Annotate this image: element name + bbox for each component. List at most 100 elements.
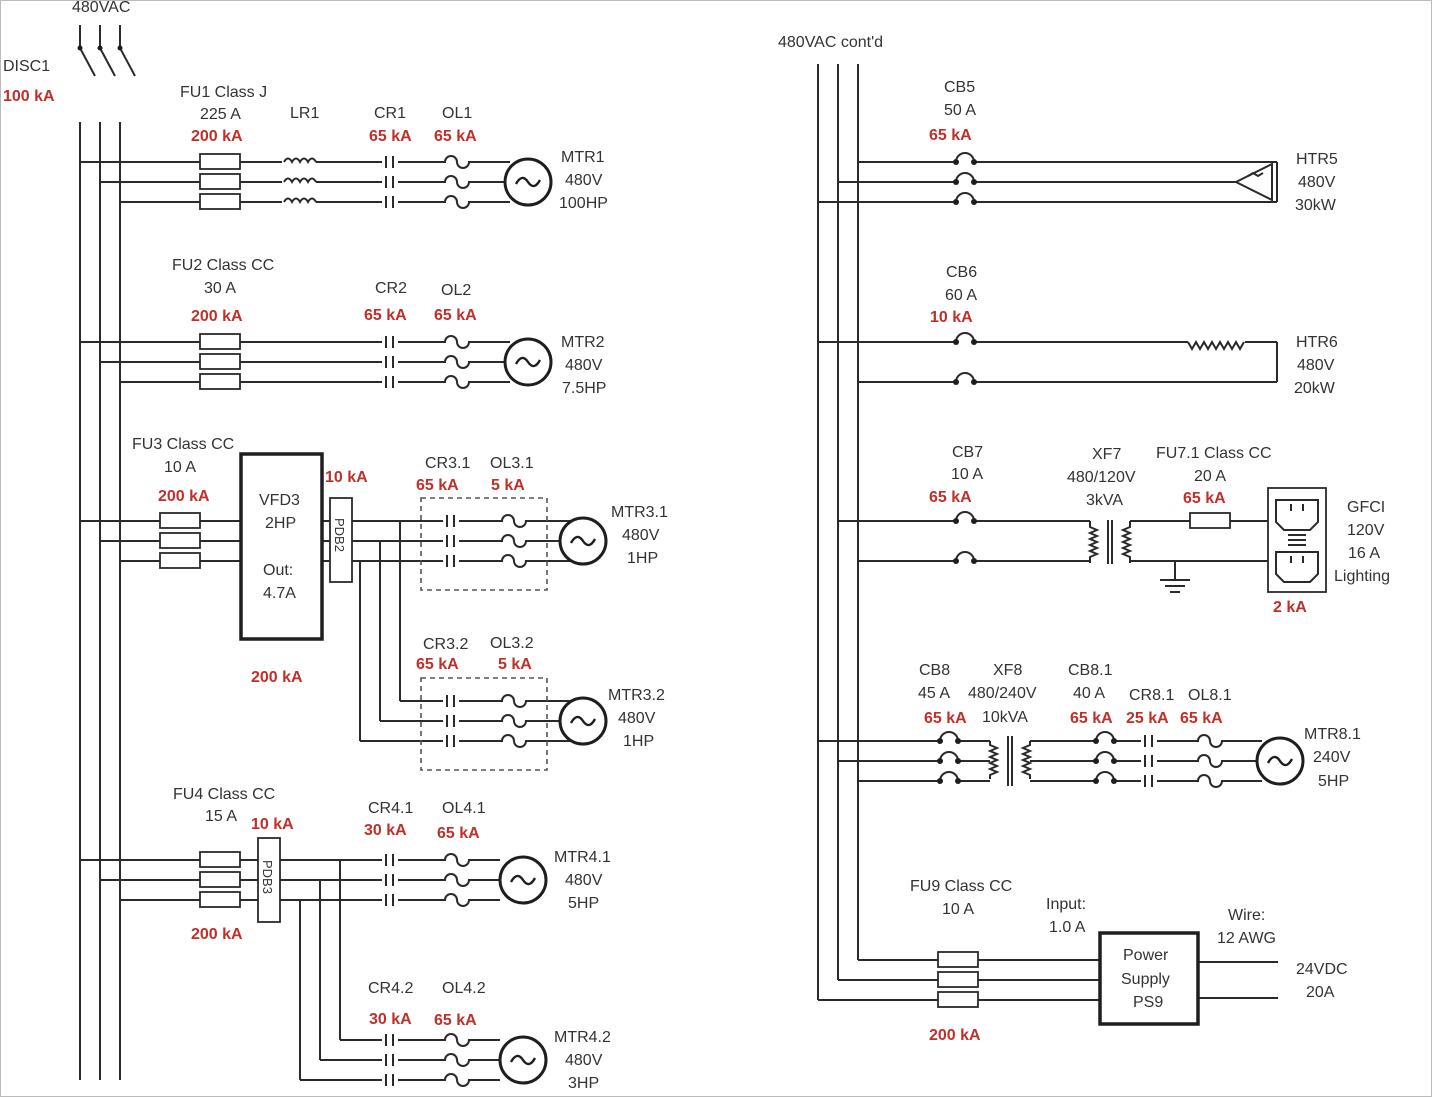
gfci-kaic: 2 kA <box>1273 599 1307 616</box>
contactor-cr4-2 <box>382 1033 398 1087</box>
overload-ol2 <box>440 332 476 390</box>
lr1-name: LR1 <box>290 105 319 122</box>
branch-htr5-wiring <box>818 161 1278 203</box>
cr8-1-kaic: 25 kA <box>1126 710 1169 727</box>
overload-ol8-1 <box>1193 731 1229 789</box>
fu9-kaic: 200 kA <box>929 1027 981 1044</box>
xf7-ratio: 480/120V <box>1067 469 1136 486</box>
fu2-kaic: 200 kA <box>191 308 243 325</box>
htr5-name: HTR5 <box>1296 151 1338 168</box>
mtr4-2-volts: 480V <box>565 1052 603 1069</box>
cr1-name: CR1 <box>374 105 406 122</box>
ps9-output-amps: 20A <box>1306 984 1335 1001</box>
mtr4-1-hp: 5HP <box>568 895 599 912</box>
ol3-2-kaic: 5 kA <box>498 656 532 673</box>
ol3-1-kaic: 5 kA <box>491 477 525 494</box>
contactor-cr1 <box>382 155 398 209</box>
overload-ol4-2 <box>440 1030 476 1088</box>
htr6-volts: 480V <box>1297 357 1335 374</box>
cr4-1-kaic: 30 kA <box>364 822 407 839</box>
mtr2-hp: 7.5HP <box>562 380 606 397</box>
ps9-output-volts: 24VDC <box>1296 961 1348 978</box>
fuse-fu3 <box>159 512 201 569</box>
cr4-1-name: CR4.1 <box>368 800 413 817</box>
fu1-amps: 225 A <box>200 106 241 123</box>
disconnect-rating: 100 kA <box>3 88 55 105</box>
htr6-name: HTR6 <box>1296 334 1338 351</box>
vfd3-out-amps: 4.7A <box>263 585 296 602</box>
pdb2-box <box>329 497 353 583</box>
mtr3-1-volts: 480V <box>622 527 660 544</box>
cb7-amps: 10 A <box>951 466 983 483</box>
reactor-lr1 <box>282 155 317 209</box>
branch-htr6-wiring <box>818 339 1278 383</box>
breaker-cb6 <box>950 328 980 390</box>
branch-pdb3-wiring <box>80 859 500 1081</box>
cr3-2-kaic: 65 kA <box>416 656 459 673</box>
pdb2-kaic: 10 kA <box>325 469 368 486</box>
mtr1-volts: 480V <box>565 172 603 189</box>
pdb3-kaic: 10 kA <box>251 816 294 833</box>
contactor-cr2 <box>382 335 398 389</box>
ol4-2-name: OL4.2 <box>442 980 486 997</box>
mtr2-volts: 480V <box>565 357 603 374</box>
ol3-2-name: OL3.2 <box>490 635 534 652</box>
fu1-name: FU1 Class J <box>180 84 267 101</box>
motor-mtr2 <box>503 337 553 387</box>
cb8-1-kaic: 65 kA <box>1070 710 1113 727</box>
ps9-input-label: Input: <box>1046 896 1086 913</box>
htr6-kw: 20kW <box>1294 380 1336 397</box>
mtr8-1-hp: 5HP <box>1318 773 1349 790</box>
cb8-kaic: 65 kA <box>924 710 967 727</box>
pdb3-box <box>257 837 281 923</box>
breaker-cb7 <box>950 508 980 570</box>
mtr1-hp: 100HP <box>559 195 608 212</box>
contactor-cr3-2 <box>443 694 459 748</box>
contactor-cr8-1 <box>1141 734 1157 788</box>
branch-ps9-wiring <box>818 959 1278 1001</box>
source-voltage-label: 480VAC <box>72 0 130 16</box>
ps9-line3: PS9 <box>1133 994 1163 1011</box>
ol1-kaic: 65 kA <box>434 128 477 145</box>
cb6-name: CB6 <box>946 264 977 281</box>
gfci-name: GFCI <box>1347 499 1385 516</box>
fu9-name: FU9 Class CC <box>910 878 1012 895</box>
mtr3-2-hp: 1HP <box>623 733 654 750</box>
cr1-kaic: 65 kA <box>369 128 412 145</box>
cb5-kaic: 65 kA <box>929 127 972 144</box>
mtr4-1-name: MTR4.1 <box>554 849 611 866</box>
starter-3-2-enclosure <box>420 677 548 771</box>
cb6-kaic: 10 kA <box>930 309 973 326</box>
ol2-kaic: 65 kA <box>434 307 477 324</box>
fu3-amps: 10 A <box>164 459 196 476</box>
breaker-cb5 <box>950 148 980 210</box>
fuse-fu9 <box>937 951 979 1008</box>
mtr4-2-hp: 3HP <box>568 1075 599 1092</box>
overload-ol3-1 <box>497 511 533 569</box>
fu2-name: FU2 Class CC <box>172 257 274 274</box>
mtr3-1-name: MTR3.1 <box>611 504 668 521</box>
motor-mtr3-1 <box>558 516 608 566</box>
xf8-kva: 10kVA <box>982 709 1028 726</box>
transformer-xf8 <box>987 736 1033 786</box>
fuse-fu2 <box>199 333 241 390</box>
motor-mtr4-2 <box>498 1035 548 1085</box>
continued-label: 480VAC cont'd <box>778 34 883 51</box>
source-disconnect <box>77 25 136 77</box>
overload-ol4-1 <box>440 850 476 908</box>
cb5-amps: 50 A <box>944 102 976 119</box>
gfci-volts: 120V <box>1347 522 1385 539</box>
disconnect-label: DISC1 <box>3 58 50 75</box>
fu9-amps: 10 A <box>942 901 974 918</box>
mtr3-2-volts: 480V <box>618 710 656 727</box>
cb5-name: CB5 <box>944 79 975 96</box>
ol4-1-kaic: 65 kA <box>437 825 480 842</box>
cr3-1-name: CR3.1 <box>425 455 470 472</box>
xf7-name: XF7 <box>1092 446 1121 463</box>
cb7-name: CB7 <box>952 444 983 461</box>
main-bus-left <box>79 122 121 1080</box>
pdb3-name: PDB3 <box>260 860 275 894</box>
fuse-fu4 <box>199 851 241 908</box>
cr3-2-name: CR3.2 <box>423 636 468 653</box>
